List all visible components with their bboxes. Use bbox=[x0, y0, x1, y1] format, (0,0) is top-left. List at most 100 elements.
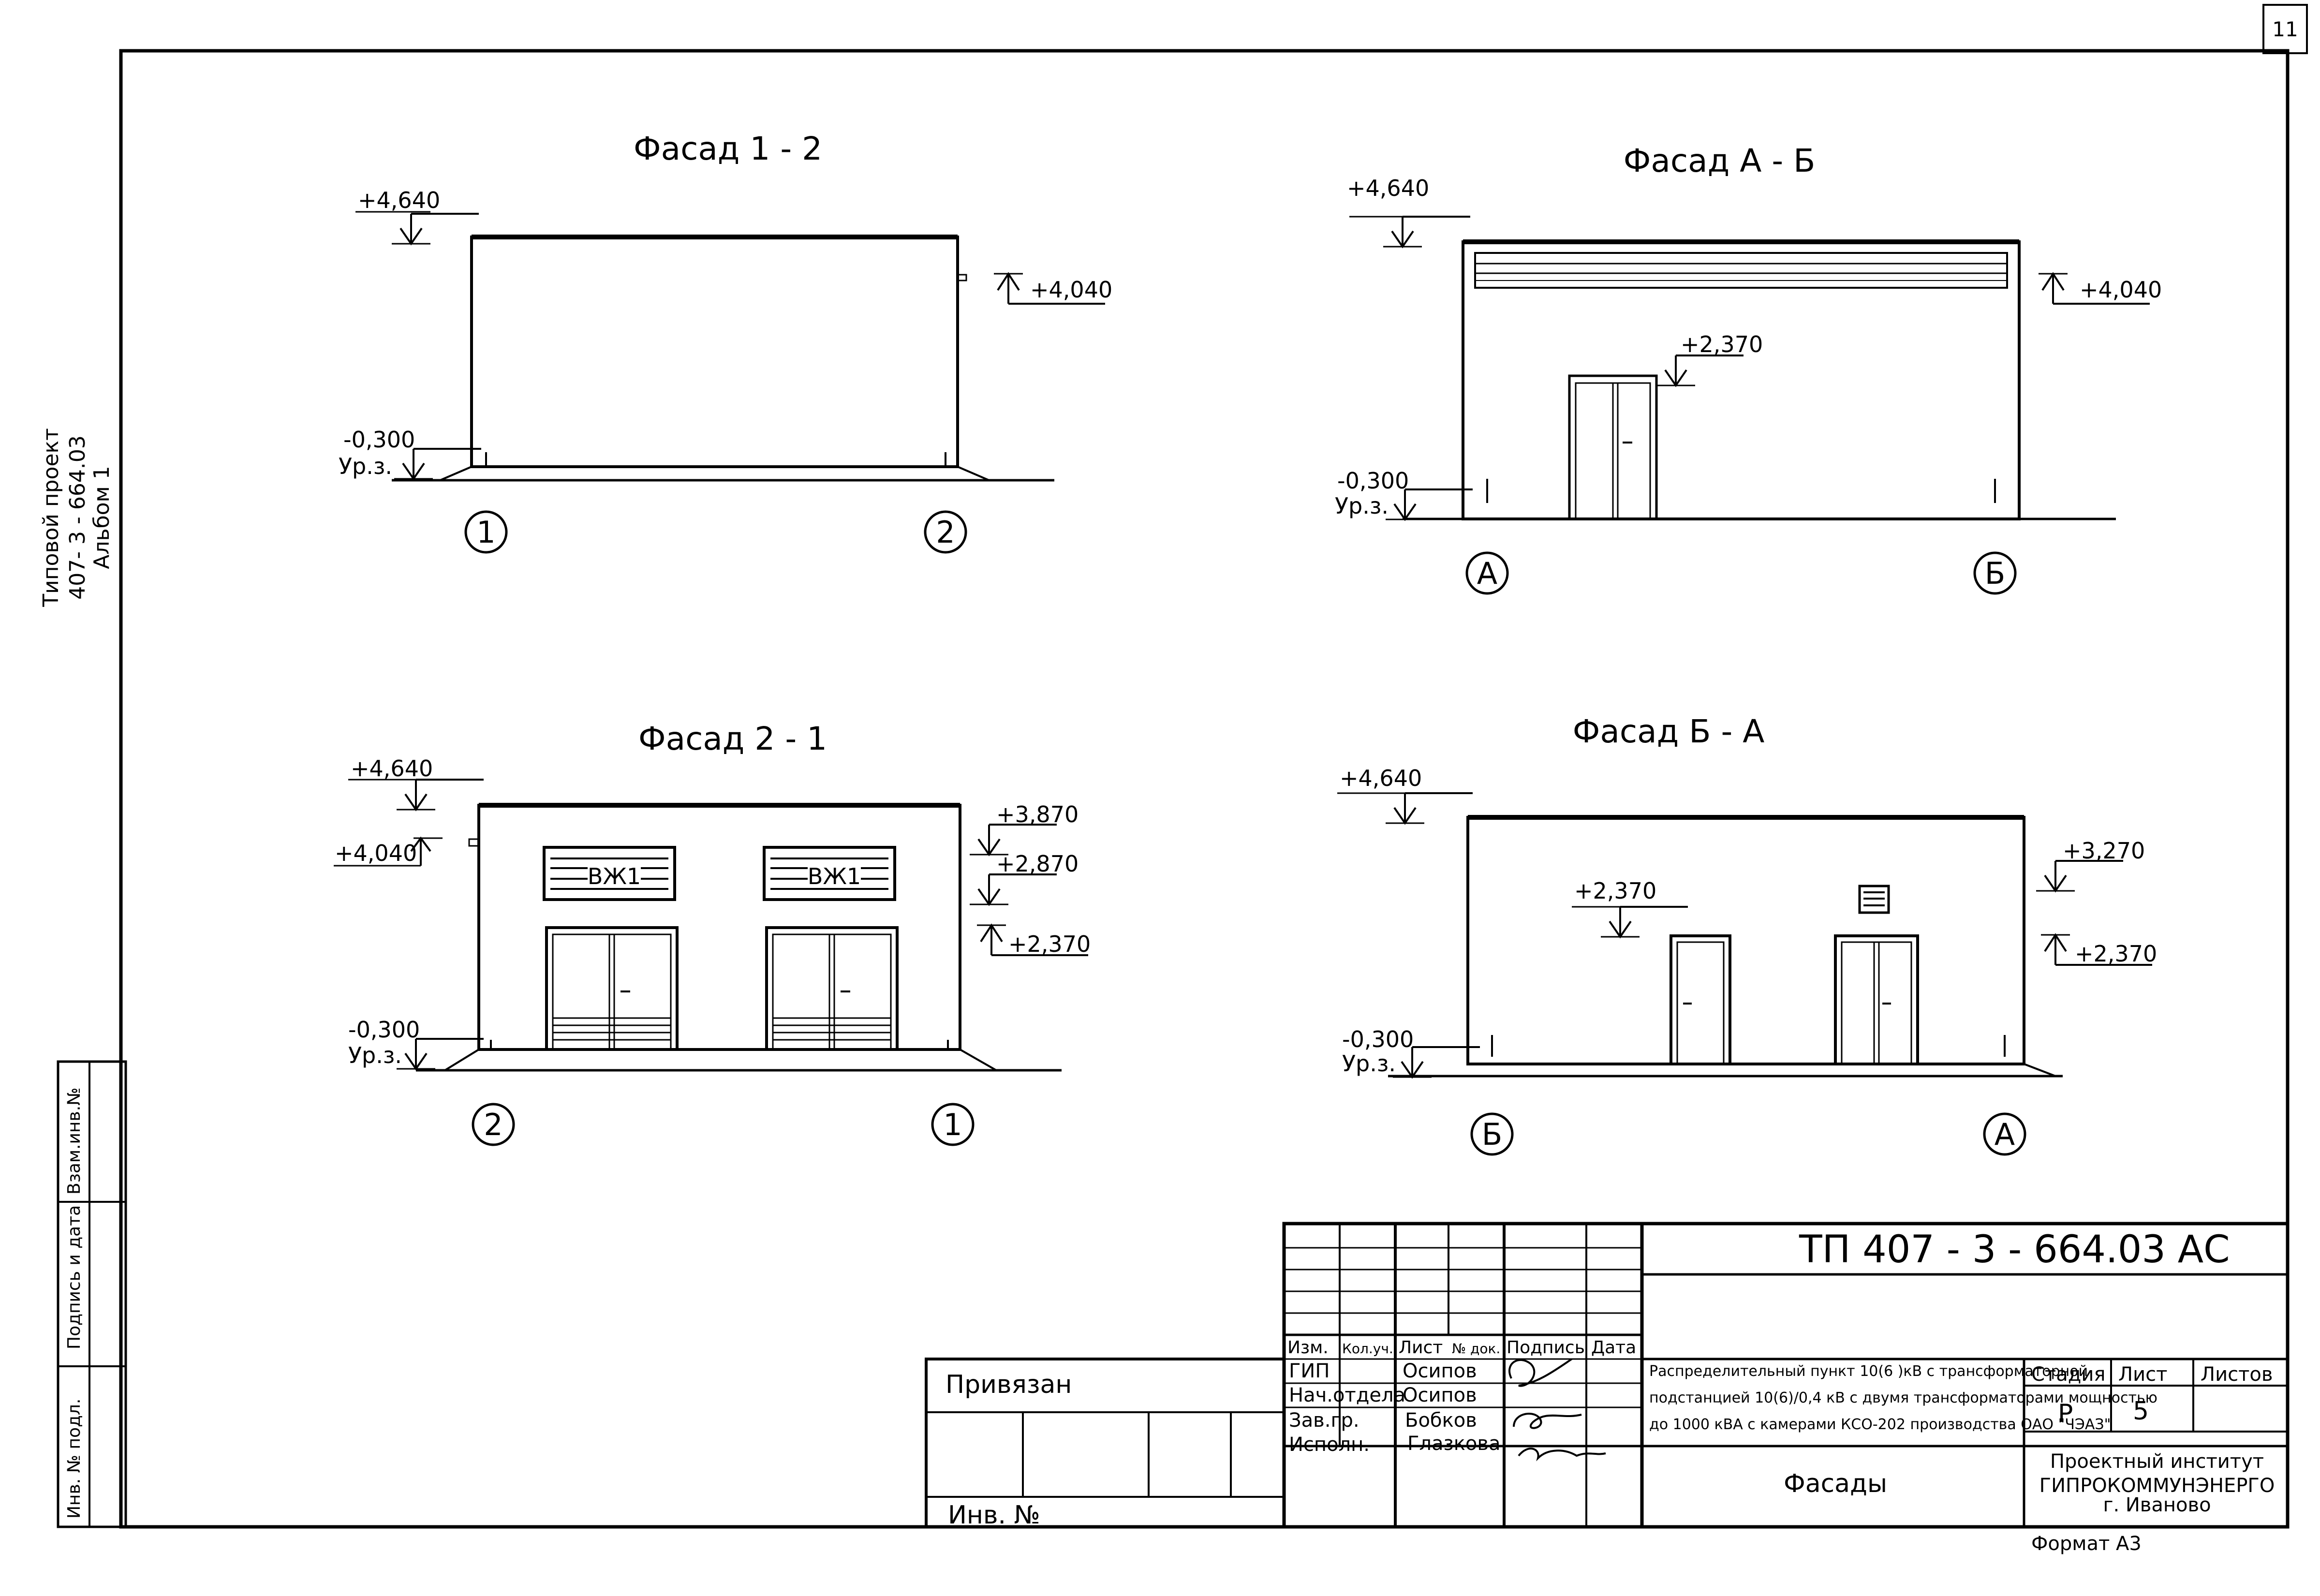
facade-a-b-ground-level bbox=[1385, 488, 1474, 520]
facade-1-2-title: Фасад 1 - 2 bbox=[634, 130, 822, 167]
left-stamp: Взам.инв.№ Подпись и дата Инв. № подл. bbox=[57, 1060, 127, 1528]
facade-2-1: Фасад 2 - 1 ВЖ1 ВЖ1 bbox=[334, 720, 1091, 1146]
facade-1-2-ground-value: -0,300 bbox=[343, 427, 415, 453]
facade-b-a-r2-value: +2,370 bbox=[2075, 941, 2157, 967]
facade-2-1-r2-value: +2,870 bbox=[996, 851, 1079, 877]
grille-vzh1-left-label: ВЖ1 bbox=[588, 863, 641, 889]
hdr-data: Дата bbox=[1591, 1338, 1636, 1358]
axis-label-2: 2 bbox=[936, 515, 955, 550]
facade-b-a-door-value: +2,370 bbox=[1574, 878, 1656, 904]
stage-value: Р bbox=[2058, 1399, 2073, 1428]
facade-2-1-top-value: +4,640 bbox=[351, 755, 433, 782]
name-2: Осипов bbox=[1403, 1384, 1477, 1406]
facade-1-2-top-level bbox=[391, 213, 480, 245]
sheet-title: Фасады bbox=[1784, 1469, 1887, 1498]
facade-b-a-title: Фасад Б - А bbox=[1573, 713, 1765, 750]
sheet-value: 5 bbox=[2133, 1397, 2149, 1426]
role-gip: ГИП bbox=[1289, 1360, 1330, 1382]
axis-label-2b: 2 bbox=[484, 1107, 502, 1142]
side-label-line2: 407- 3 - 664.03 bbox=[65, 435, 90, 600]
title-block: Привязан Инв. № ТП 407 - 3 - 664.03 АС И… bbox=[925, 1222, 2290, 1530]
facade-a-b-right-value: +4,040 bbox=[2080, 277, 2162, 303]
facade-a-b-top-value: +4,640 bbox=[1347, 175, 1429, 201]
axis-marker-a bbox=[1465, 551, 1509, 595]
side-label-line1: Типовой проект bbox=[39, 428, 63, 607]
axis-label-b: Б bbox=[1985, 556, 2006, 591]
grille-vzh1-right-label: ВЖ1 bbox=[808, 863, 861, 889]
facade-2-1-top-level bbox=[396, 779, 485, 811]
hdr-ndok: № док. bbox=[1452, 1341, 1500, 1357]
grille-vzh1-left: ВЖ1 bbox=[543, 846, 676, 901]
name-3: Бобков bbox=[1405, 1409, 1477, 1432]
sheets-label: Листов bbox=[2201, 1363, 2273, 1386]
name-4: Глазкова bbox=[1407, 1433, 1500, 1455]
axis-marker-b2 bbox=[1470, 1112, 1514, 1156]
axis-marker-a2 bbox=[1983, 1112, 2026, 1156]
hdr-list: Лист bbox=[1399, 1338, 1443, 1358]
facade-b-a-wall bbox=[1466, 816, 2025, 1065]
facade-2-1-ground-value: -0,300 bbox=[348, 1017, 420, 1043]
institute-line2: ГИПРОКОММУНЭНЕРГО bbox=[2039, 1475, 2275, 1497]
facade-a-b-wall bbox=[1462, 240, 2021, 520]
facade-b-a-vent bbox=[1858, 885, 1890, 914]
facade-2-1-r1-level bbox=[969, 824, 1058, 856]
facade-b-a-ground-label: Ур.з. bbox=[1342, 1050, 1396, 1077]
facade-2-1-r1-value: +3,870 bbox=[996, 801, 1079, 828]
axis-marker-2b bbox=[472, 1103, 515, 1146]
format-label: Формат А3 bbox=[2031, 1533, 2142, 1555]
axis-label-a: А bbox=[1477, 556, 1497, 591]
facade-1-2-ground-label: Ур.з. bbox=[339, 453, 392, 479]
facade-2-1-left-value: +4,040 bbox=[335, 840, 417, 866]
stamp-podpis: Подпись и дата bbox=[64, 1205, 84, 1349]
facade-b-a-door-right bbox=[1834, 934, 1919, 1065]
facade-a-b-ground-value: -0,300 bbox=[1337, 468, 1409, 494]
axis-marker-1 bbox=[464, 510, 508, 554]
facade-1-2-wall bbox=[470, 236, 959, 468]
facade-a-b-door-value: +2,370 bbox=[1681, 331, 1763, 357]
facade-a-b-title: Фасад А - Б bbox=[1624, 142, 1816, 179]
facade-2-1-title: Фасад 2 - 1 bbox=[638, 720, 827, 757]
axis-marker-b bbox=[1973, 551, 2017, 595]
facade-b-a-door-left bbox=[1670, 934, 1731, 1065]
hdr-izm: Изм. bbox=[1287, 1338, 1329, 1358]
facade-1-2-top-value: +4,640 bbox=[358, 187, 440, 213]
axis-label-1: 1 bbox=[476, 515, 495, 550]
axis-label-b2: Б bbox=[1482, 1117, 1503, 1152]
facade-2-1-r3-value: +2,370 bbox=[1008, 931, 1091, 957]
side-label: Типовой проект 407- 3 - 664.03 Альбом 1 bbox=[39, 428, 114, 607]
side-label-line3: Альбом 1 bbox=[89, 466, 114, 569]
facade-2-1-r2-level bbox=[969, 873, 1058, 905]
facade-b-a-ground-value: -0,300 bbox=[1342, 1026, 1414, 1052]
facade-2-1-door-right bbox=[765, 926, 899, 1051]
facade-b-a-top-value: +4,640 bbox=[1340, 765, 1422, 791]
grille-vzh1-right: ВЖ1 bbox=[763, 846, 896, 901]
axis-marker-2 bbox=[924, 510, 967, 554]
facade-a-b-ground-label: Ур.з. bbox=[1335, 493, 1389, 519]
facade-2-1-door-left bbox=[545, 926, 679, 1051]
signatures bbox=[1508, 1358, 1606, 1462]
facade-1-2-ground-level bbox=[393, 448, 482, 480]
description-line2: подстанцией 10(6)/0,4 кВ с двумя трансфо… bbox=[1649, 1389, 2157, 1406]
facade-a-b: Фасад А - Б +4,640 +4,040 +2,370 -0,300 … bbox=[1335, 142, 2162, 595]
axis-label-a2: А bbox=[1995, 1117, 2015, 1152]
role-nach: Нач.отдела bbox=[1289, 1384, 1405, 1406]
sheet-frame bbox=[119, 49, 2290, 1529]
page-number-box bbox=[2262, 4, 2308, 54]
stamp-vzam: Взам.инв.№ bbox=[64, 1087, 84, 1195]
inv-no-label: Инв. № bbox=[948, 1501, 1040, 1530]
privyazan-label: Привязан bbox=[946, 1370, 1072, 1399]
role-ispoln: Исполн. bbox=[1289, 1433, 1370, 1456]
hdr-podpis: Подпись bbox=[1507, 1338, 1585, 1358]
axis-marker-1b bbox=[931, 1103, 975, 1146]
facade-a-b-vent-band bbox=[1474, 252, 2008, 289]
hdr-kol: Кол.уч. bbox=[1342, 1341, 1393, 1357]
doc-code: ТП 407 - 3 - 664.03 АС bbox=[1799, 1228, 2230, 1271]
description-line1: Распределительный пункт 10(6 )кВ с транс… bbox=[1649, 1363, 2088, 1380]
facade-a-b-door-level bbox=[1655, 355, 1744, 386]
facade-a-b-top-level bbox=[1382, 216, 1471, 248]
name-1: Осипов bbox=[1403, 1360, 1477, 1382]
description-line3: до 1000 кВА с камерами КСО-202 производс… bbox=[1649, 1416, 2111, 1433]
stage-label: Стадия bbox=[2031, 1363, 2105, 1386]
role-zav: Зав.гр. bbox=[1289, 1409, 1359, 1432]
